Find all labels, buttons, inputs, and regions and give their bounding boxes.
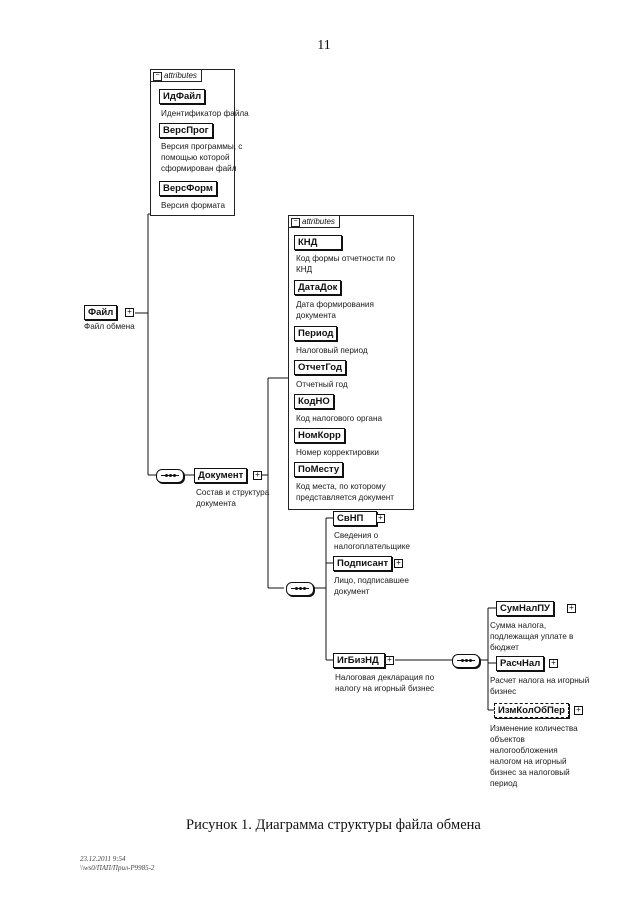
plus-icon: + — [549, 659, 558, 668]
plus-icon: + — [253, 471, 262, 480]
attr-otchetgod: ОтчетГод — [294, 360, 346, 375]
document-node: Документ — [194, 468, 248, 483]
attr-idfile: ИдФайл — [159, 89, 206, 104]
root-desc: Файл обмена — [84, 322, 135, 331]
attr-desc: Налоговый период — [296, 346, 368, 355]
attr-desc: Отчетный год — [296, 380, 348, 389]
attr-kodno: КодНО — [294, 394, 334, 409]
attr-datadok: ДатаДок — [294, 280, 342, 295]
collapse-icon: − — [153, 72, 162, 81]
sequence-icon — [286, 582, 314, 596]
attr-pomestu: ПоМесту — [294, 462, 344, 477]
sequence-icon — [156, 469, 184, 483]
attr-desc: Номер корректировки — [296, 448, 379, 457]
attr-desc: Версия формата — [161, 201, 226, 210]
collapse-icon: − — [291, 218, 300, 227]
attributes-header: −attributes — [289, 216, 340, 228]
plus-icon: + — [574, 706, 583, 715]
figure-caption: Рисунок 1. Диаграмма структуры файла обм… — [186, 817, 481, 833]
footer-timestamp: 23.12.2011 9:54 — [80, 855, 126, 863]
child-sumnalpu: СумНалПУ — [496, 601, 554, 616]
child-igbiznd: ИгБизНД — [333, 653, 385, 668]
child-podpisant: Подписант — [333, 556, 393, 571]
plus-icon: + — [376, 514, 385, 523]
attr-desc: Код налогового органа — [296, 414, 383, 423]
child-raschnal: РасчНал — [496, 656, 545, 671]
child-izmkolobper: ИзмКолОбПер — [494, 703, 569, 718]
plus-icon: + — [385, 656, 394, 665]
attr-nomkorr: НомКорр — [294, 428, 345, 443]
plus-icon: + — [394, 559, 403, 568]
attr-versprog: ВерсПрог — [159, 123, 213, 138]
attr-desc: Идентификатор файла — [161, 109, 249, 118]
root-node: Файл — [84, 305, 118, 320]
plus-icon: + — [567, 604, 576, 613]
sequence-icon — [452, 654, 480, 668]
attr-period: Период — [294, 326, 338, 341]
child-svnp: СвНП — [333, 511, 377, 526]
attributes-header: −attributes — [151, 70, 202, 82]
page-number: 11 — [317, 38, 331, 53]
footer-path: \\ws0/ПАП/Прил-Р9985-2 — [80, 864, 155, 872]
attr-versform: ВерсФорм — [159, 181, 217, 196]
attr-knd: КНД — [294, 235, 342, 250]
plus-icon: + — [125, 308, 134, 317]
